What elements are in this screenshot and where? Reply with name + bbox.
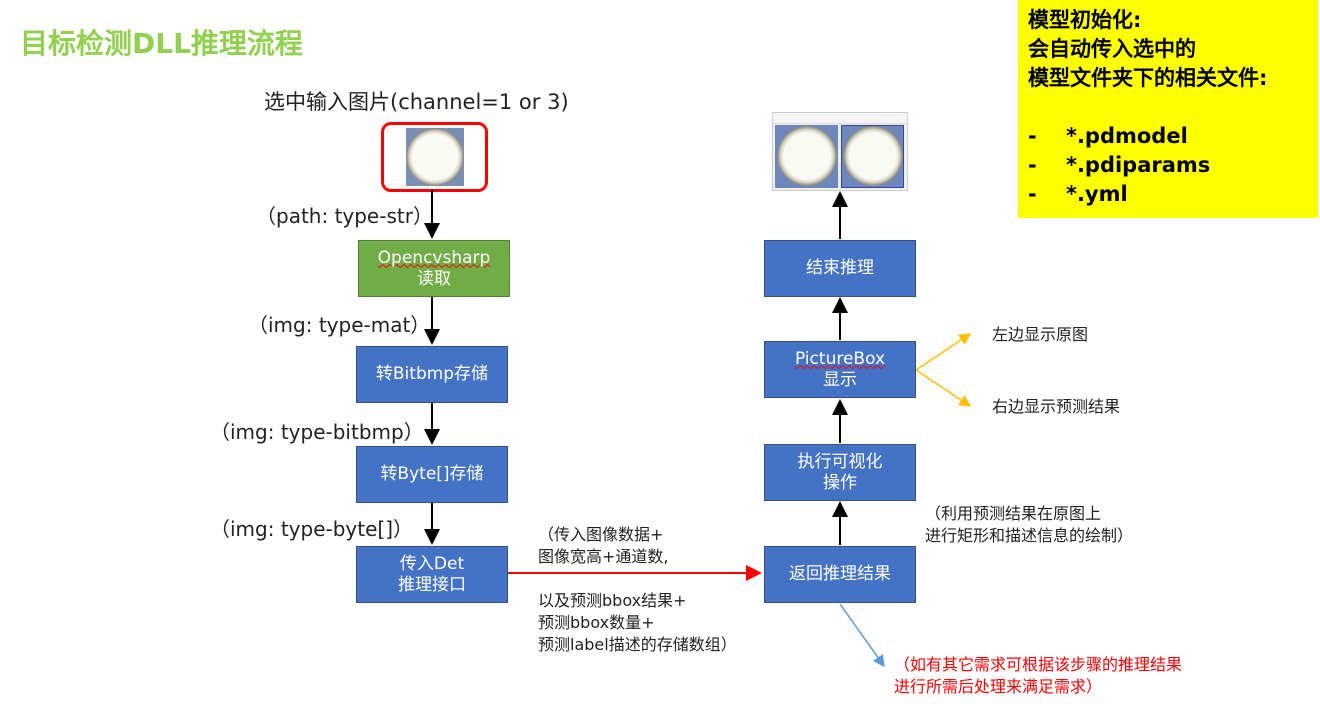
step-to-bitmap: 转Bitbmp存储	[356, 346, 508, 403]
step-return-results: 返回推理结果	[764, 546, 916, 603]
step-label: 显示	[823, 369, 857, 390]
step-label: 转Byte[]存储	[380, 464, 484, 484]
step-label: 转Bitbmp存储	[375, 364, 489, 384]
edge-label-path: （path: type-str）	[256, 204, 433, 228]
model-init-panel: 模型初始化: 会自动传入选中的 模型文件夹下的相关文件: - *.pdmodel…	[1018, 0, 1318, 218]
step-label: 推理接口	[398, 574, 466, 595]
file-item: - *.yml	[1028, 182, 1128, 206]
step-label: PictureBox	[794, 348, 886, 369]
note-line: 图像宽高+通道数,	[538, 547, 669, 566]
display-left-note: 左边显示原图	[992, 325, 1089, 344]
file-item: - *.pdmodel	[1028, 124, 1188, 148]
post-process-note: （如有其它需求可根据该步骤的推理结果 进行所需后处理来满足需求）	[894, 654, 1182, 698]
note-line: 进行矩形和描述信息的绘制）	[925, 526, 1134, 545]
input-label: 选中输入图片(channel=1 or 3)	[264, 90, 569, 114]
step-to-bytes: 转Byte[]存储	[356, 446, 508, 503]
edge-label-byte: （img: type-byte[]）	[210, 517, 414, 541]
note-line: （利用预测结果在原图上	[925, 504, 1102, 523]
note-line: 以及预测bbox结果+	[538, 591, 687, 610]
note-line: 预测label描述的存储数组）	[538, 635, 737, 654]
input-image	[381, 122, 488, 192]
step-end: 结束推理	[764, 240, 916, 297]
note-line: 进行所需后处理来满足需求）	[894, 677, 1103, 696]
step-label: 操作	[823, 472, 857, 493]
display-right-note: 右边显示预测结果	[992, 397, 1121, 416]
step-label: 返回推理结果	[789, 564, 891, 584]
step-label: 读取	[417, 268, 451, 289]
original-gauge	[777, 126, 837, 186]
draw-note: （利用预测结果在原图上 进行矩形和描述信息的绘制）	[925, 503, 1133, 547]
note-line	[538, 568, 737, 590]
panel-line: 模型文件夹下的相关文件:	[1028, 66, 1268, 90]
result-image	[772, 112, 908, 191]
step-label: Opencvsharp	[377, 247, 491, 268]
step-label: 执行可视化	[797, 451, 883, 472]
note-line: （如有其它需求可根据该步骤的推理结果	[894, 655, 1183, 674]
panel-line: 会自动传入选中的	[1028, 37, 1196, 61]
step-label: 传入Det	[399, 553, 465, 574]
gauge-image	[406, 128, 464, 186]
step-visualize: 执行可视化操作	[764, 444, 916, 501]
predicted-gauge	[843, 126, 903, 186]
file-item: - *.pdiparams	[1028, 153, 1211, 177]
transfer-note: （传入图像数据+ 图像宽高+通道数, 以及预测bbox结果+ 预测bbox数量+…	[538, 524, 737, 656]
panel-line: 模型初始化:	[1028, 8, 1142, 32]
note-line: （传入图像数据+	[538, 525, 664, 544]
edge-label-bitbmp: （img: type-bitbmp）	[210, 420, 424, 444]
note-line: 预测bbox数量+	[538, 613, 655, 632]
page-title: 目标检测DLL推理流程	[20, 27, 303, 60]
edge-label-mat: （img: type-mat）	[248, 313, 431, 337]
step-label: 结束推理	[806, 258, 874, 278]
